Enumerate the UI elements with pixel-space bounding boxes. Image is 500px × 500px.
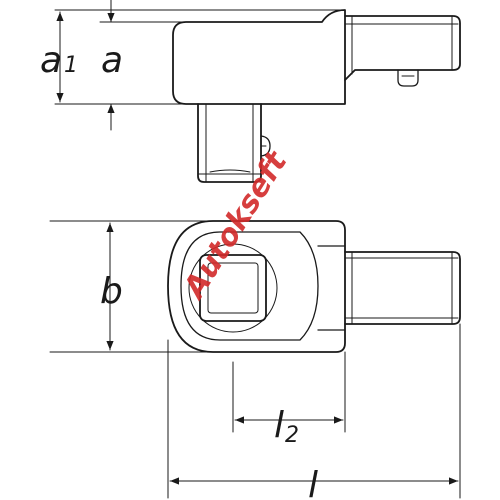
- label-l: l: [308, 465, 318, 500]
- side-view-body: [172, 9, 346, 105]
- plan-view-circle: [188, 243, 278, 333]
- plan-view-square-opening: [199, 254, 267, 322]
- dimension-b: b: [49, 220, 211, 353]
- label-l2: l: [274, 405, 284, 446]
- plan-view: [167, 220, 461, 353]
- label-a1-subscript: 1: [64, 53, 78, 78]
- side-view-lower-detent: [260, 135, 271, 157]
- label-l2-subscript: 2: [285, 423, 299, 448]
- side-view: [172, 9, 461, 183]
- side-view-lower-curve: [209, 169, 251, 173]
- label-a: a: [101, 40, 123, 81]
- side-view-lower-square: [197, 103, 262, 183]
- side-view-detent-ball: [397, 69, 419, 87]
- plan-view-square-inner: [207, 262, 259, 314]
- dimension-l: l: [167, 323, 461, 500]
- plan-view-neck: [317, 245, 346, 331]
- label-b: b: [100, 271, 123, 312]
- plan-view-shaft: [344, 251, 461, 325]
- plan-view-inner-ring: [180, 231, 319, 341]
- plan-view-head-outline: [167, 220, 346, 353]
- dimension-l2: l 2: [232, 351, 346, 448]
- dimension-a1-a: a 1 a: [40, 0, 346, 131]
- label-a1: a: [40, 40, 62, 81]
- side-view-shaft: [344, 15, 461, 81]
